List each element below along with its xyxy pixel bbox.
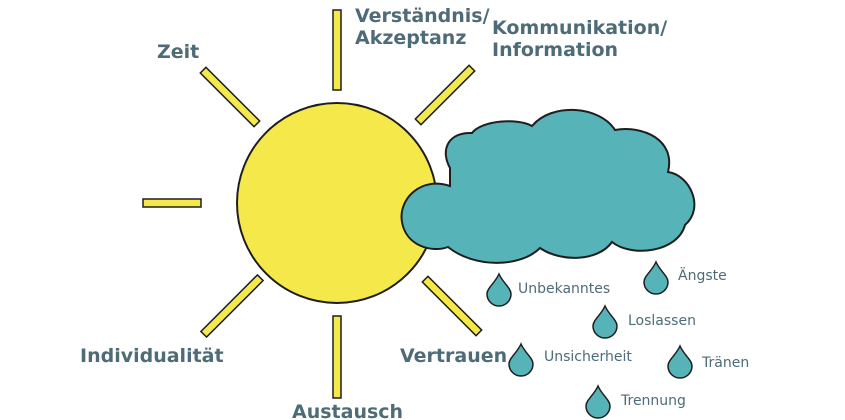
label-unbekanntes: Unbekanntes — [518, 281, 611, 297]
rain-drops — [486, 260, 693, 419]
sun-ray-bottom-left — [199, 273, 265, 339]
label-verstaendnis: Verständnis/ Akzeptanz — [355, 5, 490, 49]
label-loslassen: Loslassen — [628, 313, 696, 329]
rain-drop — [486, 272, 512, 307]
label-austausch: Austausch — [292, 401, 404, 420]
label-kommunikation: Kommunikation/ Information — [492, 17, 668, 61]
label-individualitaet: Individualität — [80, 345, 224, 367]
rain-drop — [508, 342, 534, 377]
sun-ray-bottom-right — [421, 275, 483, 337]
rain-drop — [643, 260, 669, 295]
sun-ray-top — [332, 9, 342, 91]
cloud — [400, 108, 696, 264]
label-unsicherheit: Unsicherheit — [544, 349, 632, 365]
label-trennung: Trennung — [621, 393, 686, 409]
label-zeit: Zeit — [157, 41, 200, 63]
sun-ray-left — [142, 198, 202, 208]
label-vertrauen: Vertrauen — [400, 345, 508, 367]
rain-drop — [667, 344, 693, 379]
rain-drop — [585, 384, 611, 419]
label-aengste: Ängste — [678, 268, 727, 284]
sun-ray-top-left — [199, 66, 261, 128]
sun-ray-bottom — [332, 315, 342, 399]
label-traenen: Tränen — [702, 355, 750, 371]
sun-ray-top-right — [414, 64, 476, 126]
sun-rays — [142, 9, 483, 399]
rain-drop — [592, 304, 618, 339]
